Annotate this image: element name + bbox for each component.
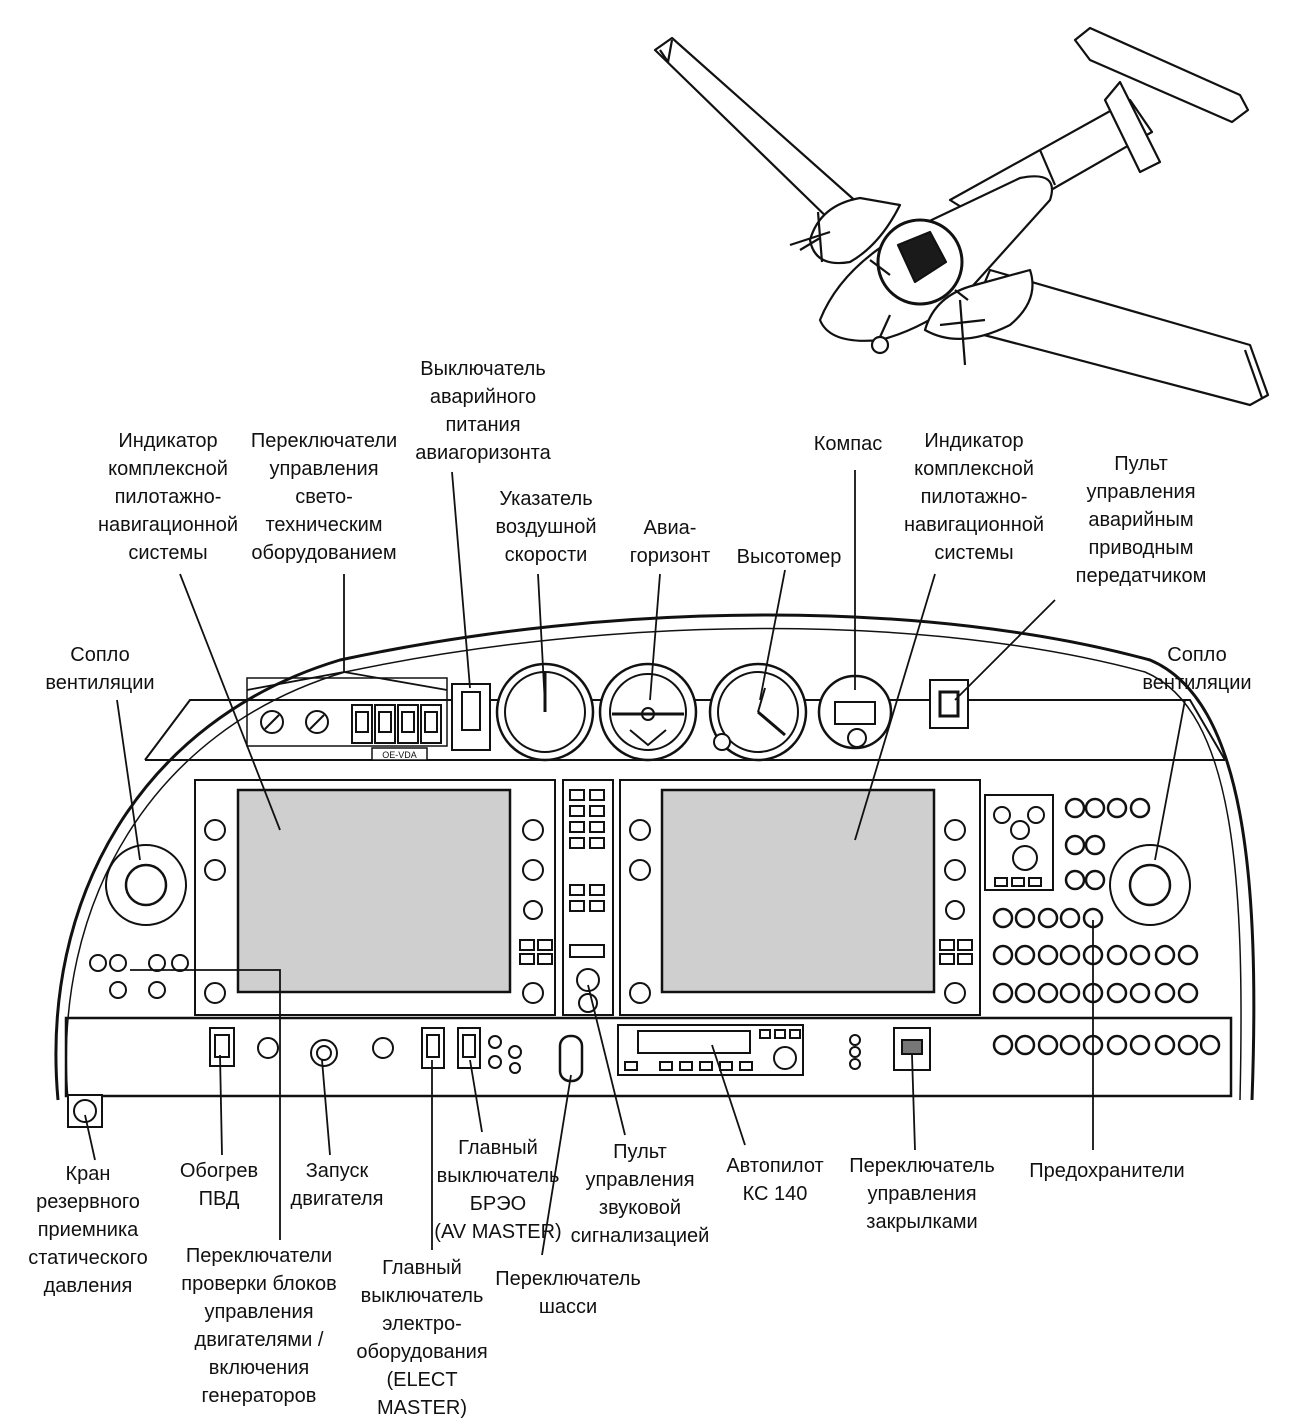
fuse[interactable] bbox=[992, 944, 1014, 966]
pfd-left-display bbox=[194, 779, 556, 1016]
vent-right[interactable] bbox=[1109, 844, 1191, 926]
label-airspeed: Указатель воздушной скорости bbox=[495, 488, 597, 566]
fuse[interactable] bbox=[1129, 1034, 1151, 1056]
label-mfd-right: Индикатор комплексной пилотажно- навигац… bbox=[903, 430, 1045, 564]
label-flap-switch: Переключатель управления закрылками bbox=[849, 1155, 995, 1233]
vent-left[interactable] bbox=[105, 844, 187, 926]
fuse[interactable] bbox=[1177, 944, 1199, 966]
fuse[interactable] bbox=[1014, 907, 1036, 929]
label-ecu-test: Переключатели проверки блоков управления… bbox=[181, 1245, 337, 1407]
fuse[interactable] bbox=[1106, 982, 1128, 1004]
fuse[interactable] bbox=[1154, 982, 1176, 1004]
fuse[interactable] bbox=[1154, 1034, 1176, 1056]
label-autopilot: Автопилот КС 140 bbox=[726, 1155, 824, 1205]
fuse[interactable] bbox=[1154, 944, 1176, 966]
attitude-indicator bbox=[598, 662, 698, 762]
label-pfd-left: Индикатор комплексной пилотажно- навигац… bbox=[97, 430, 239, 564]
label-elt-panel: Пульт управления аварийным приводным пер… bbox=[1075, 453, 1207, 587]
gear-switch-handle[interactable] bbox=[558, 1034, 584, 1083]
fuse[interactable] bbox=[1129, 944, 1151, 966]
engine-gauge-block bbox=[984, 794, 1054, 891]
label-av-master: Главный выключатель БРЭО (AV MASTER) bbox=[434, 1137, 562, 1243]
pitot-heat-switch[interactable] bbox=[209, 1027, 235, 1067]
label-compass: Компас bbox=[813, 433, 883, 455]
fuse[interactable] bbox=[1084, 797, 1106, 819]
label-audio-panel: Пульт управления звуковой сигнализацией bbox=[570, 1141, 710, 1247]
fuse[interactable] bbox=[992, 1034, 1014, 1056]
fuse[interactable] bbox=[1064, 834, 1086, 856]
label-pitot-heat: Обогрев ПВД bbox=[179, 1160, 259, 1210]
fuse[interactable] bbox=[1064, 797, 1086, 819]
fuse[interactable] bbox=[1037, 944, 1059, 966]
label-fuses: Предохранители bbox=[1029, 1160, 1185, 1182]
fuse[interactable] bbox=[1129, 982, 1151, 1004]
audio-panel bbox=[562, 779, 614, 1016]
lighting-switch-group: OE-VDA bbox=[246, 677, 448, 761]
label-vent-left: Сопло вентиляции bbox=[45, 644, 155, 694]
label-lighting-switches: Переключатели управления свето- техничес… bbox=[250, 430, 398, 564]
fuse[interactable] bbox=[1059, 907, 1081, 929]
label-static-valve: Кран резервного приемника статического д… bbox=[28, 1163, 148, 1297]
fuse[interactable] bbox=[1059, 1034, 1081, 1056]
placard-text: OE-VDA bbox=[382, 750, 417, 760]
fuse-group bbox=[992, 797, 1221, 1056]
fuse[interactable] bbox=[1084, 869, 1106, 891]
fuse[interactable] bbox=[1037, 907, 1059, 929]
fuse[interactable] bbox=[992, 907, 1014, 929]
label-engine-start: Запуск двигателя bbox=[290, 1160, 384, 1210]
fuse[interactable] bbox=[1106, 944, 1128, 966]
label-vent-right: Сопло вентиляции bbox=[1142, 644, 1252, 694]
fuse[interactable] bbox=[992, 982, 1014, 1004]
ecu-toggle-group[interactable] bbox=[89, 954, 189, 999]
leader-lines bbox=[84, 470, 1186, 1256]
fuse[interactable] bbox=[1177, 1034, 1199, 1056]
emergency-horizon-switch[interactable] bbox=[451, 683, 491, 751]
fuse[interactable] bbox=[1037, 1034, 1059, 1056]
label-horizon: Авиа- горизонт bbox=[629, 517, 711, 567]
fuse[interactable] bbox=[1129, 797, 1151, 819]
fuse[interactable] bbox=[1064, 869, 1086, 891]
compass-instrument bbox=[817, 674, 893, 750]
fuse[interactable] bbox=[1037, 982, 1059, 1004]
fuse[interactable] bbox=[1106, 1034, 1128, 1056]
aircraft-illustration bbox=[653, 26, 1270, 407]
fuse[interactable] bbox=[1014, 944, 1036, 966]
elt-control[interactable] bbox=[929, 679, 969, 729]
label-gear-switch: Переключатель шасси bbox=[495, 1268, 641, 1318]
engine-start-knob[interactable] bbox=[310, 1039, 338, 1067]
label-elect-master: Главный выключатель электро- оборудовани… bbox=[356, 1257, 488, 1419]
fuse[interactable] bbox=[1199, 1034, 1221, 1056]
mfd-right-display bbox=[619, 779, 981, 1016]
label-altimeter: Высотомер bbox=[736, 546, 842, 568]
fuse[interactable] bbox=[1059, 944, 1081, 966]
fuse[interactable] bbox=[1106, 797, 1128, 819]
label-emergency-horizon-power: Выключатель аварийного питания авиагориз… bbox=[415, 358, 551, 464]
fuse[interactable] bbox=[1084, 834, 1106, 856]
fuse[interactable] bbox=[1014, 1034, 1036, 1056]
airspeed-indicator bbox=[495, 662, 595, 762]
autopilot-unit bbox=[617, 1024, 804, 1076]
fuse[interactable] bbox=[1014, 982, 1036, 1004]
fuse[interactable] bbox=[1059, 982, 1081, 1004]
fuse[interactable] bbox=[1177, 982, 1199, 1004]
altimeter-gauge bbox=[708, 662, 808, 762]
